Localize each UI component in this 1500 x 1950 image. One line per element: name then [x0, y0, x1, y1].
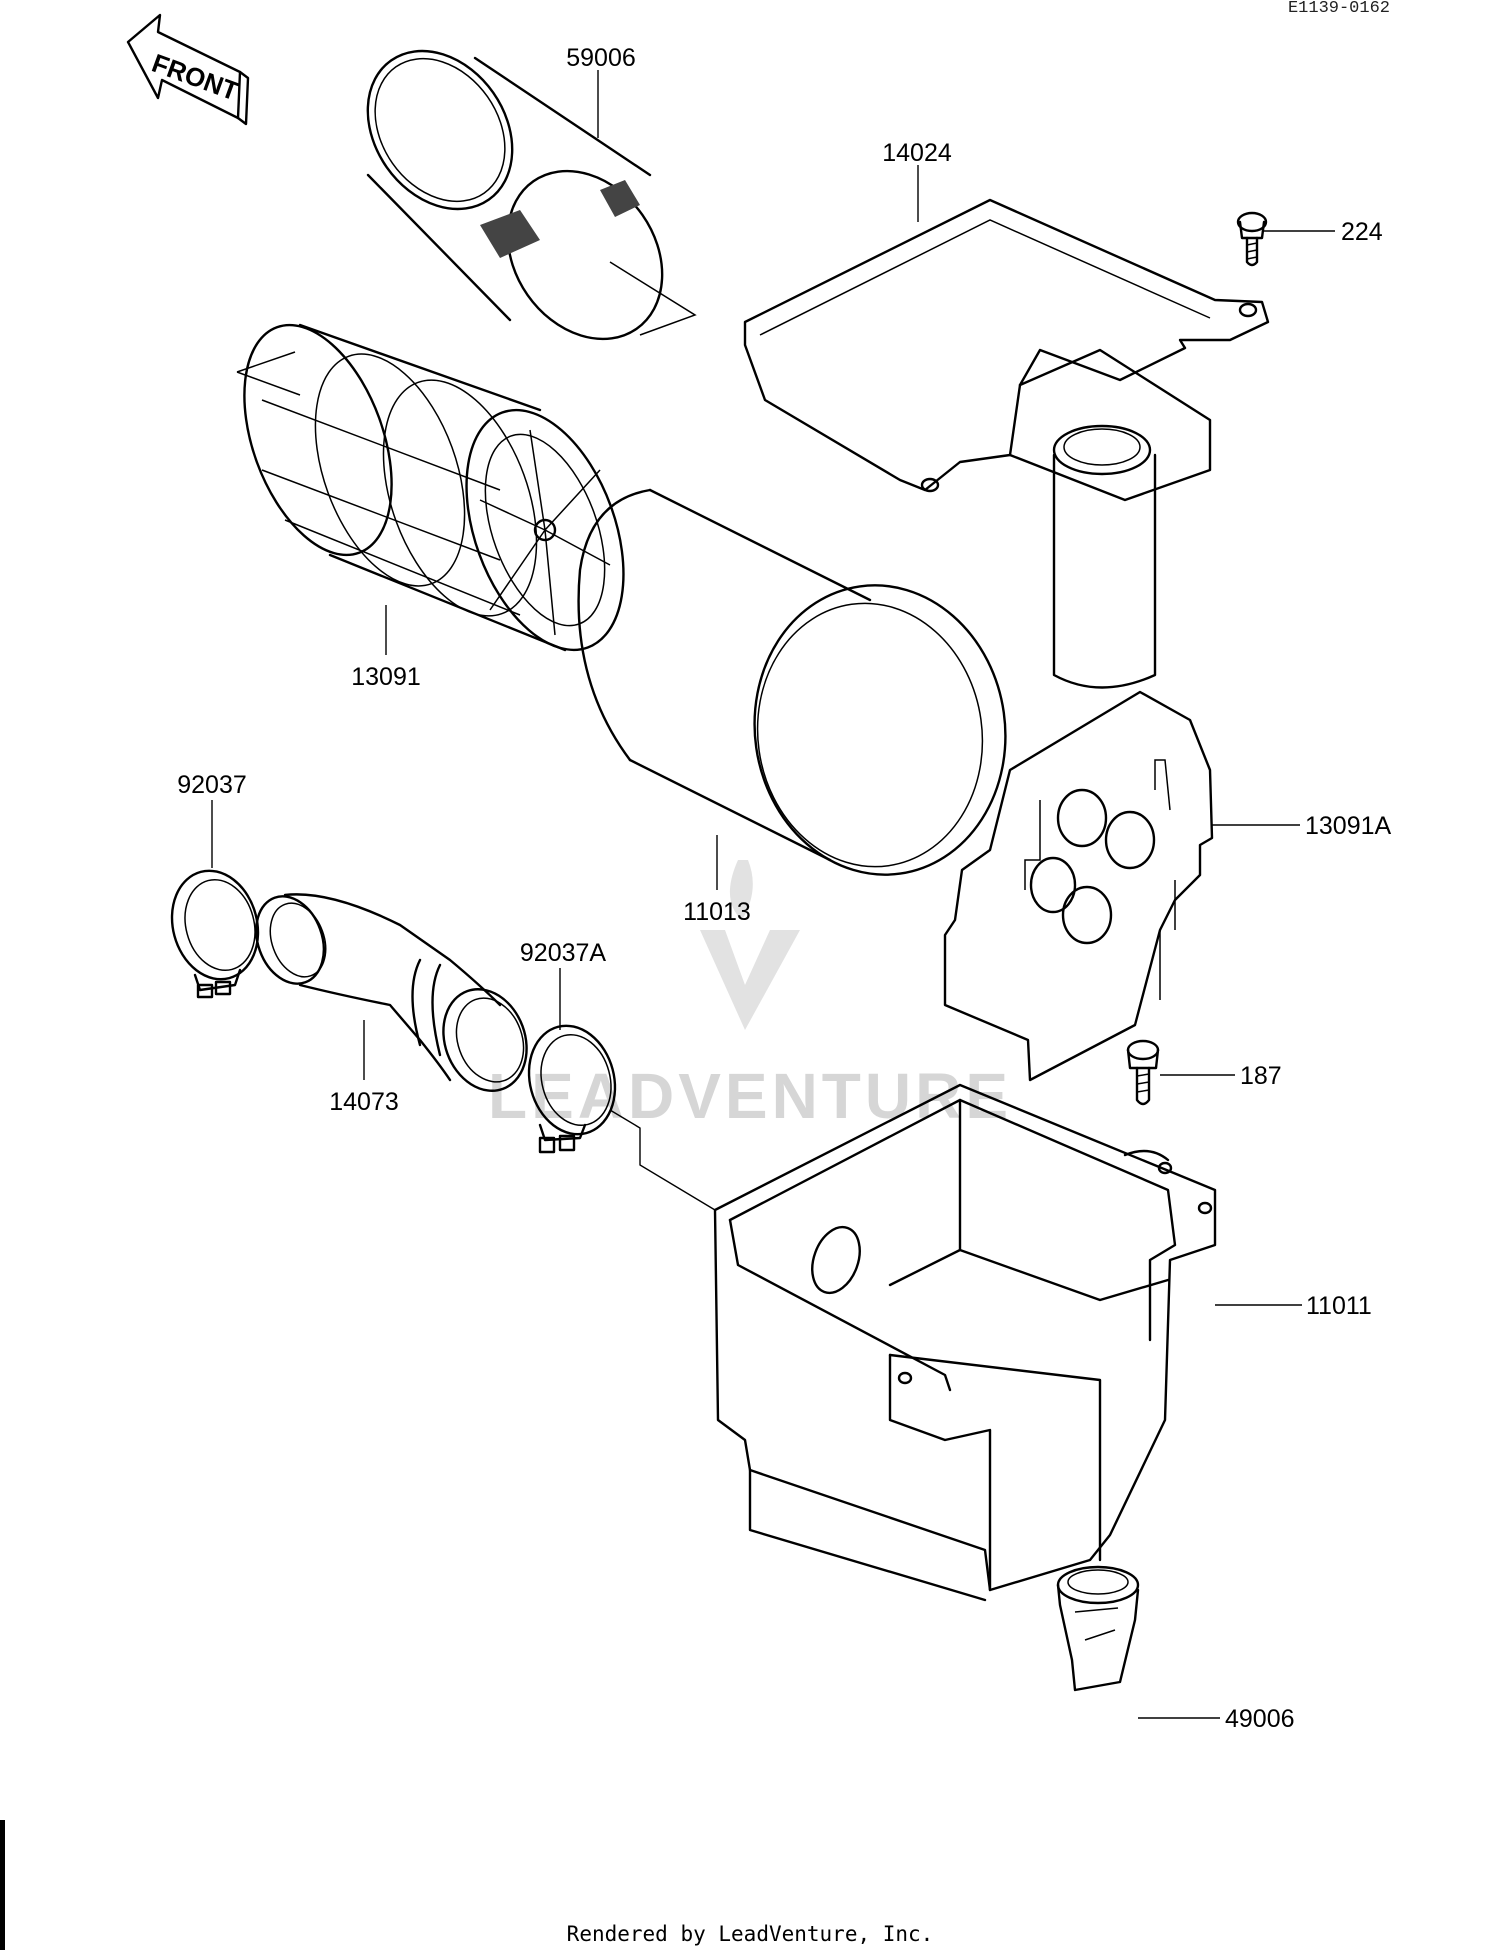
- part-14073-intake-duct: [255, 893, 528, 1092]
- reference-code: E1139-0162: [1288, 0, 1390, 18]
- callout-11011: 11011: [1306, 1292, 1372, 1320]
- callout-49006: 49006: [1225, 1705, 1295, 1733]
- part-11013-foam-element: [577, 488, 1007, 876]
- part-59006-filter-screen: [366, 49, 697, 341]
- front-arrow-icon: FRONT: [126, 13, 250, 126]
- callout-14024: 14024: [882, 139, 952, 167]
- callout-14073: 14073: [329, 1088, 399, 1116]
- callout-187: 187: [1240, 1062, 1282, 1090]
- part-224-screw: [1236, 211, 1268, 267]
- leader-lines: [211, 70, 1335, 1719]
- callout-224: 224: [1341, 218, 1383, 246]
- callout-92037A: 92037A: [520, 939, 607, 967]
- part-92037-clamp: [170, 869, 260, 999]
- part-11011-air-box: [713, 1083, 1217, 1602]
- callout-labels: 59006 14024 224 13091 92037 13091A 11013…: [177, 44, 1391, 1733]
- callout-11013: 11013: [683, 898, 751, 926]
- left-edge-bar: [0, 1820, 5, 1950]
- callout-13091: 13091: [351, 663, 421, 691]
- part-49006-drain-cap: [1056, 1565, 1140, 1692]
- callout-59006: 59006: [566, 44, 636, 72]
- part-187-bolt: [1126, 1039, 1160, 1106]
- part-13091A-back-plate: [943, 690, 1214, 1082]
- callout-92037: 92037: [177, 771, 247, 799]
- part-14024-cover: [743, 198, 1270, 689]
- part-92037A-clamp: [527, 1024, 617, 1154]
- footer-credit: Rendered by LeadVenture, Inc.: [566, 1922, 934, 1946]
- part-13091-filter-cage: [236, 323, 625, 652]
- callout-13091A: 13091A: [1305, 812, 1392, 840]
